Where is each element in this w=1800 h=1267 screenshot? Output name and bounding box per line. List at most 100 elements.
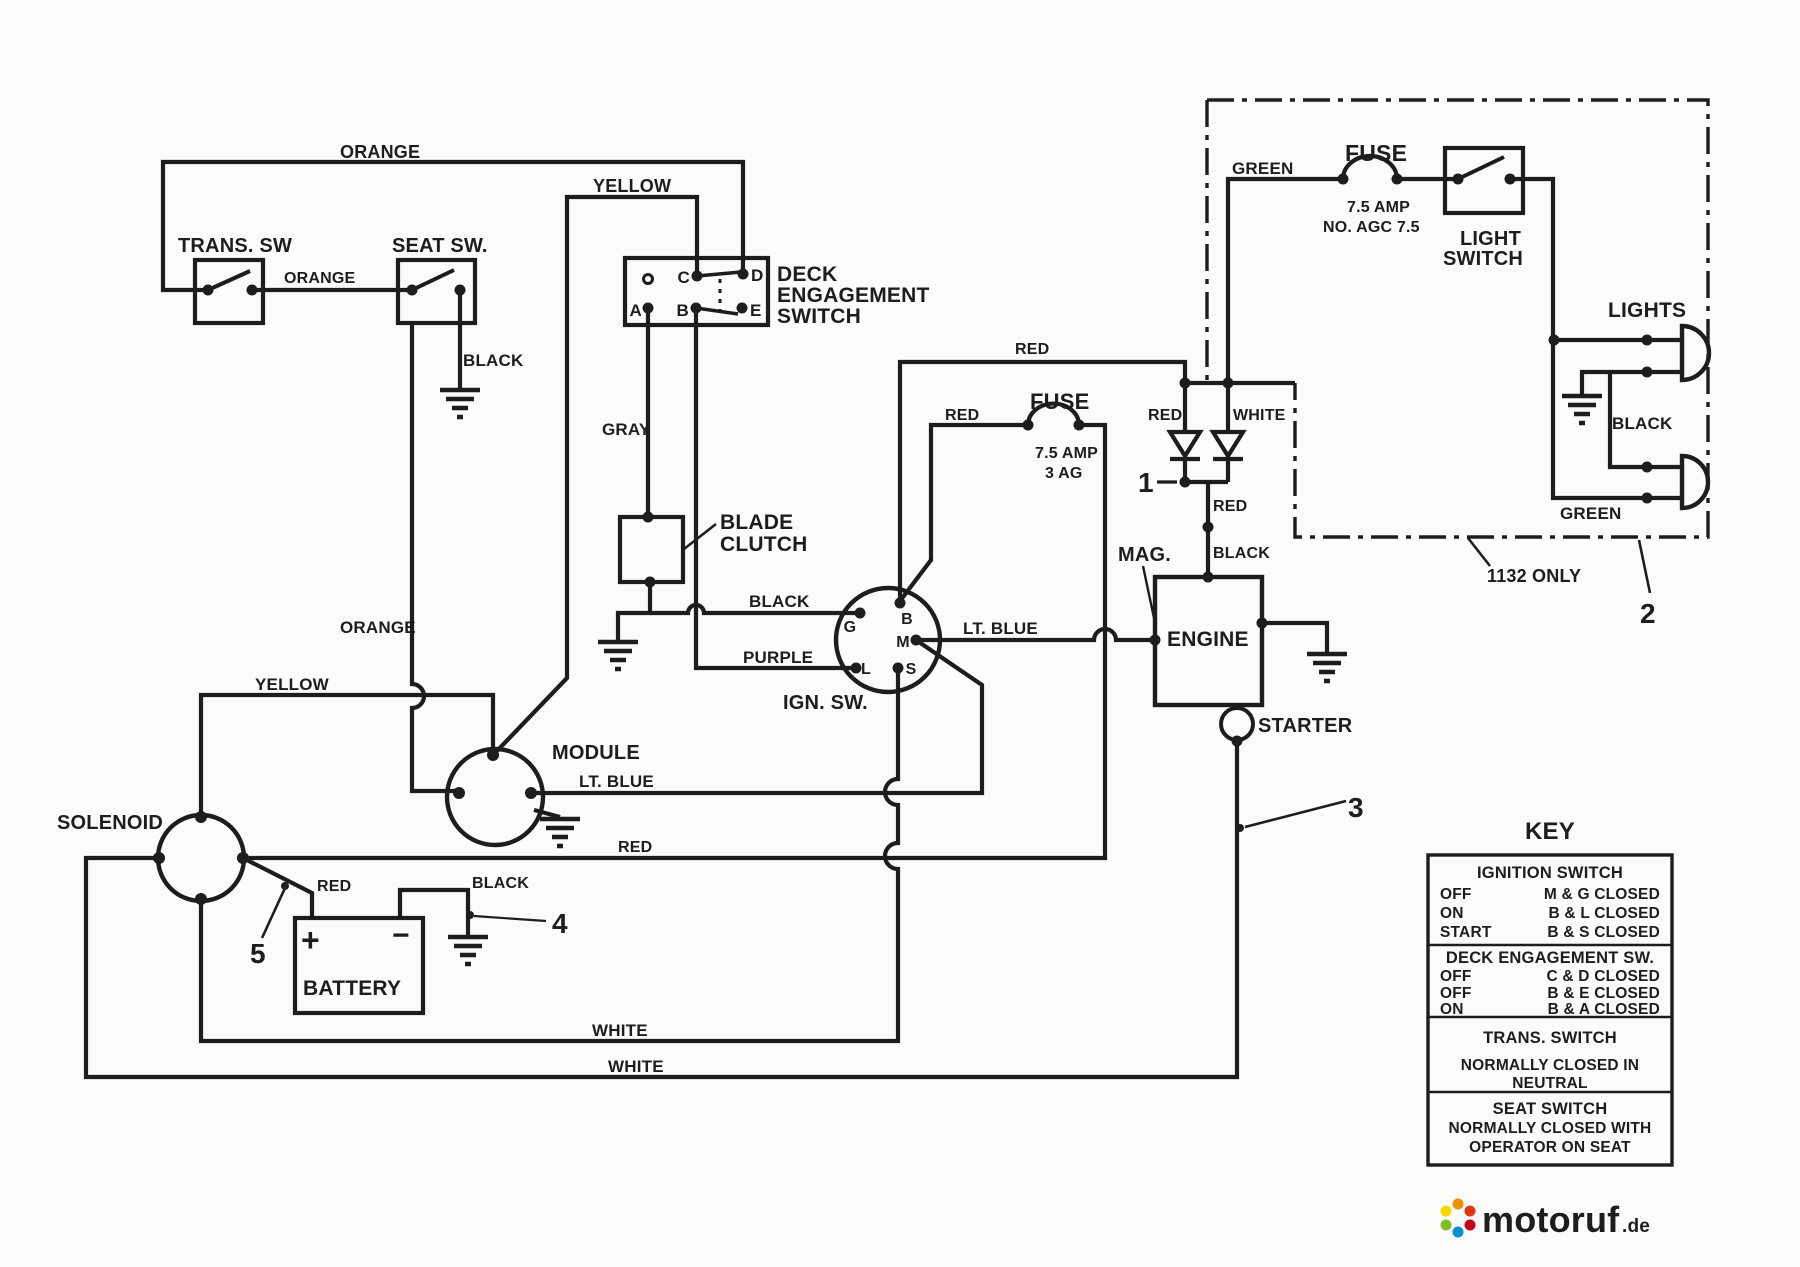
logo-dot [1440,1205,1452,1217]
wire-ltblue-module [531,638,985,796]
terminal-dot [894,597,906,609]
key-row-value: B & E CLOSED [1547,985,1660,1002]
terminal-dot [642,511,654,523]
terminal-dot [910,634,922,646]
logo-dot [1464,1205,1476,1217]
label-green-top: GREEN [1232,159,1293,178]
ign-term-b: B [901,611,913,628]
terminal-dot [487,749,499,761]
terminal-dot [1548,334,1560,346]
pointer-dot [1236,824,1244,832]
label-red-main: RED [618,839,652,856]
module-body [444,746,546,848]
key-title: KEY [1525,818,1575,845]
key-row-label: ON [1440,905,1464,922]
fuse-top-arc [1340,153,1400,180]
deck-switch-box [622,255,771,328]
fuse-mid-arc [1025,401,1082,426]
key-table-border [1426,853,1674,1167]
label-yellow-left: YELLOW [255,675,330,694]
key-trans-line: NORMALLY CLOSED IN [1461,1057,1639,1074]
terminal-dot [1202,571,1214,583]
terminal-dot [1231,735,1243,747]
label-2: 2 [1640,598,1656,629]
wire-black-battery [397,887,471,935]
key-row-label: OFF [1440,886,1472,903]
label-blade-1: BLADE [720,511,793,534]
label-red-mid: RED [1213,498,1247,515]
label-fuse-mid-type: 3 AG [1045,465,1083,482]
label-1: 1 [1138,467,1154,498]
wire-orange-left [409,323,457,794]
deck-term-c: C [678,268,690,287]
label-gray: GRAY [602,420,651,439]
wire-yellow-deck [492,194,700,756]
terminal-dot [1022,419,1034,431]
terminal-dot [1202,521,1214,533]
lamp-top [1679,323,1712,383]
deck-term-e: E [750,301,762,320]
pointer-dot [281,882,289,890]
pointer-3 [1244,799,1347,829]
terminal-dot [1641,334,1653,346]
terminal-dot [1391,173,1403,185]
ign-term-s: S [906,661,917,678]
label-blade-2: CLUTCH [720,533,808,556]
terminal-dot [1337,173,1349,185]
label-yellow-top: YELLOW [593,176,671,196]
label-4: 4 [552,908,568,939]
battery-box [292,915,426,1016]
diode-red [1166,429,1204,462]
label-engine: ENGINE [1167,628,1249,651]
label-fuse-top: FUSE [1345,140,1407,166]
terminal-dot [1073,419,1085,431]
label-red-fuse: RED [945,407,979,424]
key-row-label: OFF [1440,985,1472,1002]
terminal-dot [850,662,862,674]
logo-dot [1464,1219,1476,1231]
ign-term-l: L [861,661,871,678]
components [155,145,1712,1016]
terminal-dot [246,284,258,296]
label-red-batt: RED [317,878,351,895]
label-3: 3 [1348,792,1364,823]
ign-term-g: G [844,619,857,636]
wire-red-fuse-left [898,422,1026,603]
key-row-value: B & L CLOSED [1549,905,1660,922]
watermark-name: motoruf [1482,1199,1620,1240]
key-row-label: ON [1440,1001,1464,1018]
deck-switch-arm-bottom [695,306,739,316]
key-trans-line: TRANS. SWITCH [1483,1029,1617,1047]
key-row-value: B & S CLOSED [1547,924,1660,941]
terminal-dot [691,270,703,282]
key-row-label: START [1440,924,1492,941]
label-red-top: RED [1015,341,1049,358]
trans-switch-arm [207,269,251,292]
ground-icon [1307,654,1347,681]
diagram-labels: ORANGE YELLOW TRANS. SW SEAT SW. ORANGE … [57,140,1686,1076]
label-trans-sw: TRANS. SW [178,235,292,257]
terminal-dot [1149,634,1161,646]
label-ign-sw: IGN. SW. [783,692,868,714]
pointer-blade-clutch [683,522,717,551]
logo-dot [1452,1198,1464,1210]
terminal-dot [644,576,656,588]
logo-dot [1452,1226,1464,1238]
terminal-dot [737,268,749,280]
label-fuse-top-type: NO. AGC 7.5 [1323,219,1420,236]
deck-term-a: A [630,301,642,320]
wire-white-2 [83,741,1240,1080]
battery-minus: − [392,919,410,952]
key-seat-line: NORMALLY CLOSED WITH [1449,1120,1652,1137]
label-seat-sw: SEAT SW. [392,235,488,257]
wire-module-ground [533,807,561,820]
label-lt-blue-mid: LT. BLUE [963,619,1038,638]
key-row-value: M & G CLOSED [1544,886,1660,903]
deck-switch-pivot [642,273,654,285]
light-switch-arm [1457,155,1505,181]
terminal-dot [1641,461,1653,473]
wire-orange-top [160,159,746,293]
key-seat-line: SEAT SWITCH [1493,1100,1608,1118]
ground-icon [540,819,580,846]
wire-yellow-solenoid [198,692,496,816]
